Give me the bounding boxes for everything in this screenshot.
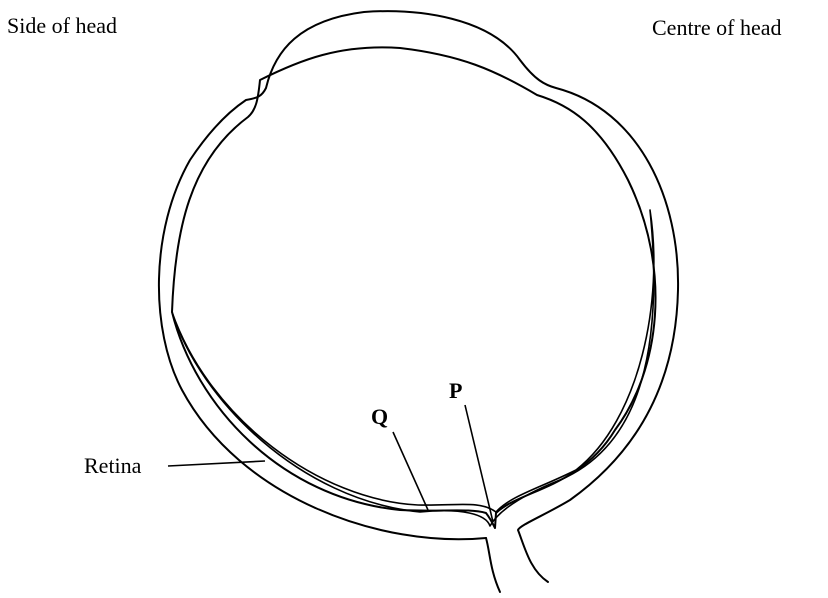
retina-label: Retina (84, 453, 142, 478)
eyeball-outer-wall (159, 11, 678, 582)
q-leader-line (393, 432, 428, 510)
retina-leader-line (168, 461, 265, 466)
side-of-head-label: Side of head (7, 13, 117, 38)
eyeball-inner-wall (172, 47, 656, 528)
retina-layer (172, 210, 654, 526)
centre-of-head-label: Centre of head (652, 15, 782, 40)
optic-nerve (486, 538, 500, 592)
p-label: P (449, 378, 462, 403)
q-label: Q (371, 404, 388, 429)
